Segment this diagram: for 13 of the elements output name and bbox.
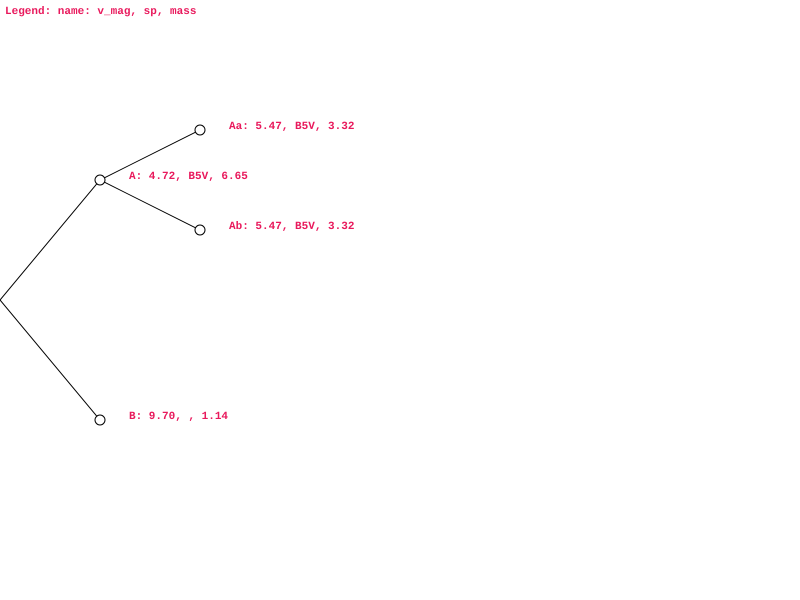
node-circle xyxy=(94,174,106,186)
star-label: Aa: 5.47, B5V, 3.32 xyxy=(229,122,354,133)
legend-title: Legend: name: v_mag, sp, mass xyxy=(5,5,196,20)
star-label: Ab: 5.47, B5V, 3.32 xyxy=(229,222,354,233)
star-label: A: 4.72, B5V, 6.65 xyxy=(129,172,248,183)
tree-line xyxy=(0,183,98,300)
star-label: B: 9.70, , 1.14 xyxy=(129,412,228,423)
tree-line xyxy=(104,182,196,228)
node-circle xyxy=(194,224,206,236)
node-circle xyxy=(194,124,206,136)
tree-line xyxy=(0,300,98,417)
node-circle xyxy=(94,414,106,426)
tree-line xyxy=(104,132,196,178)
